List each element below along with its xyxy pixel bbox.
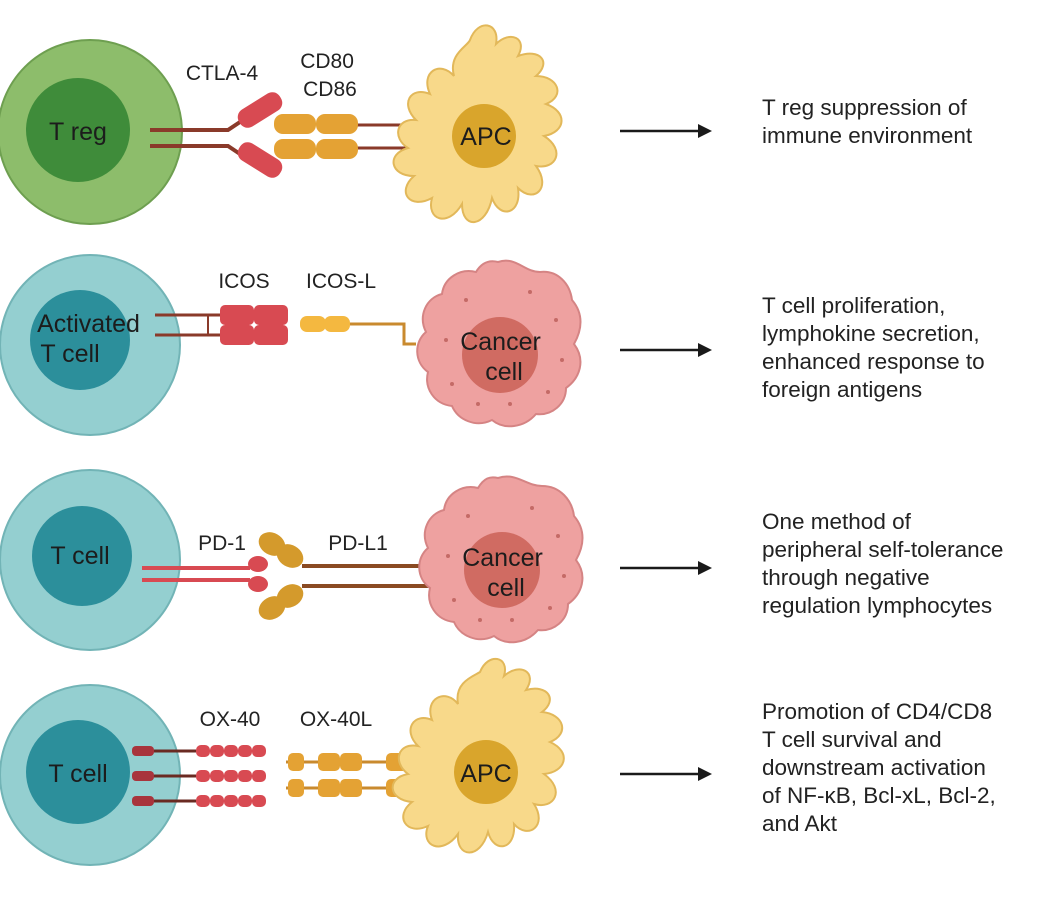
row-ox40: T cell — [0, 657, 712, 866]
cancer-cell-2: Cancer cell — [418, 475, 584, 644]
arrow-right-icon — [620, 767, 712, 781]
outcome-line: T cell proliferation, — [762, 293, 946, 318]
apc-label-2: APC — [460, 760, 511, 788]
treg-nucleus — [26, 78, 130, 182]
outcome-line: enhanced response to — [762, 349, 985, 374]
arrow-right-icon — [620, 124, 712, 138]
outcome-line: foreign antigens — [762, 377, 923, 402]
pd-l1-ligand — [258, 532, 430, 620]
outcome-line: of NF-κB, Bcl-xL, Bcl-2, — [762, 783, 996, 808]
ox40-label: OX-40 — [200, 708, 261, 731]
tcell-ox40-nucleus — [26, 720, 130, 824]
icos-l-label: ICOS-L — [306, 270, 376, 293]
row-pd1: T cell PD-1 PD-L1 — [0, 469, 712, 651]
outcome-line: T cell survival and — [762, 727, 942, 752]
outcome-ox40: Promotion of CD4/CD8 T cell survival and… — [762, 698, 1047, 838]
outcome-line: downstream activation — [762, 755, 986, 780]
outcome-line: peripheral self-tolerance — [762, 537, 1004, 562]
icos-receptor — [155, 305, 288, 345]
apc-cell-1: APC — [392, 24, 563, 224]
treg-label: T reg — [49, 118, 107, 146]
row-treg: T reg CTLA-4 CD80 CD86 — [0, 24, 712, 225]
activated-tcell-label: Activated T cell — [37, 310, 147, 368]
row-icos: Activated T cell ICOS ICOS-L — [0, 254, 712, 436]
apc-label-1: APC — [460, 123, 511, 151]
activated-tcell-nucleus — [30, 290, 130, 390]
outcome-treg: T reg suppression of immune environment — [762, 94, 1047, 150]
outcome-line: One method of — [762, 509, 911, 534]
cd80-cd86-ligand — [274, 114, 440, 159]
ctla4-label: CTLA-4 — [186, 62, 259, 85]
cancer-label-1: Cancer cell — [460, 328, 548, 386]
pd1-receptor — [142, 556, 268, 592]
pd1-label: PD-1 — [198, 532, 246, 555]
cancer-nucleus-1 — [462, 317, 538, 393]
cancer-nucleus-2 — [464, 532, 540, 608]
apc-nucleus-2 — [454, 740, 518, 804]
arrow-right-icon — [620, 343, 712, 357]
outcome-line: through negative — [762, 565, 930, 590]
ox40-receptor — [132, 745, 266, 807]
outcome-line: regulation lymphocytes — [762, 593, 993, 618]
outcome-line: and Akt — [762, 811, 838, 836]
tcell-ox40-label: T cell — [48, 760, 107, 788]
cancer-cell-1: Cancer cell — [416, 259, 582, 428]
outcome-line: lymphokine secretion, — [762, 321, 980, 346]
apc-cell-2: APC — [391, 657, 565, 854]
outcome-pd1: One method of peripheral self-tolerance … — [762, 508, 1047, 620]
tcell-pd1-label: T cell — [50, 542, 109, 570]
ctla4-receptor — [150, 92, 283, 178]
apc-nucleus-1 — [452, 104, 516, 168]
outcome-line: immune environment — [762, 123, 973, 148]
cancer-label-2: Cancer cell — [462, 544, 550, 602]
icos-label: ICOS — [218, 270, 269, 293]
pd-l1-label: PD-L1 — [328, 532, 388, 555]
arrow-right-icon — [620, 561, 712, 575]
outcome-line: Promotion of CD4/CD8 — [762, 699, 993, 724]
ox40l-label: OX-40L — [300, 708, 372, 731]
cancer-dots-1 — [444, 290, 564, 406]
outcome-line: T reg suppression of — [762, 95, 967, 120]
cancer-dots-2 — [446, 506, 566, 622]
tcell-pd1-nucleus — [32, 506, 132, 606]
cd80-cd86-label: CD80 CD86 — [300, 50, 360, 101]
outcome-icos: T cell proliferation, lymphokine secreti… — [762, 292, 1047, 404]
icos-l-ligand — [300, 316, 416, 346]
